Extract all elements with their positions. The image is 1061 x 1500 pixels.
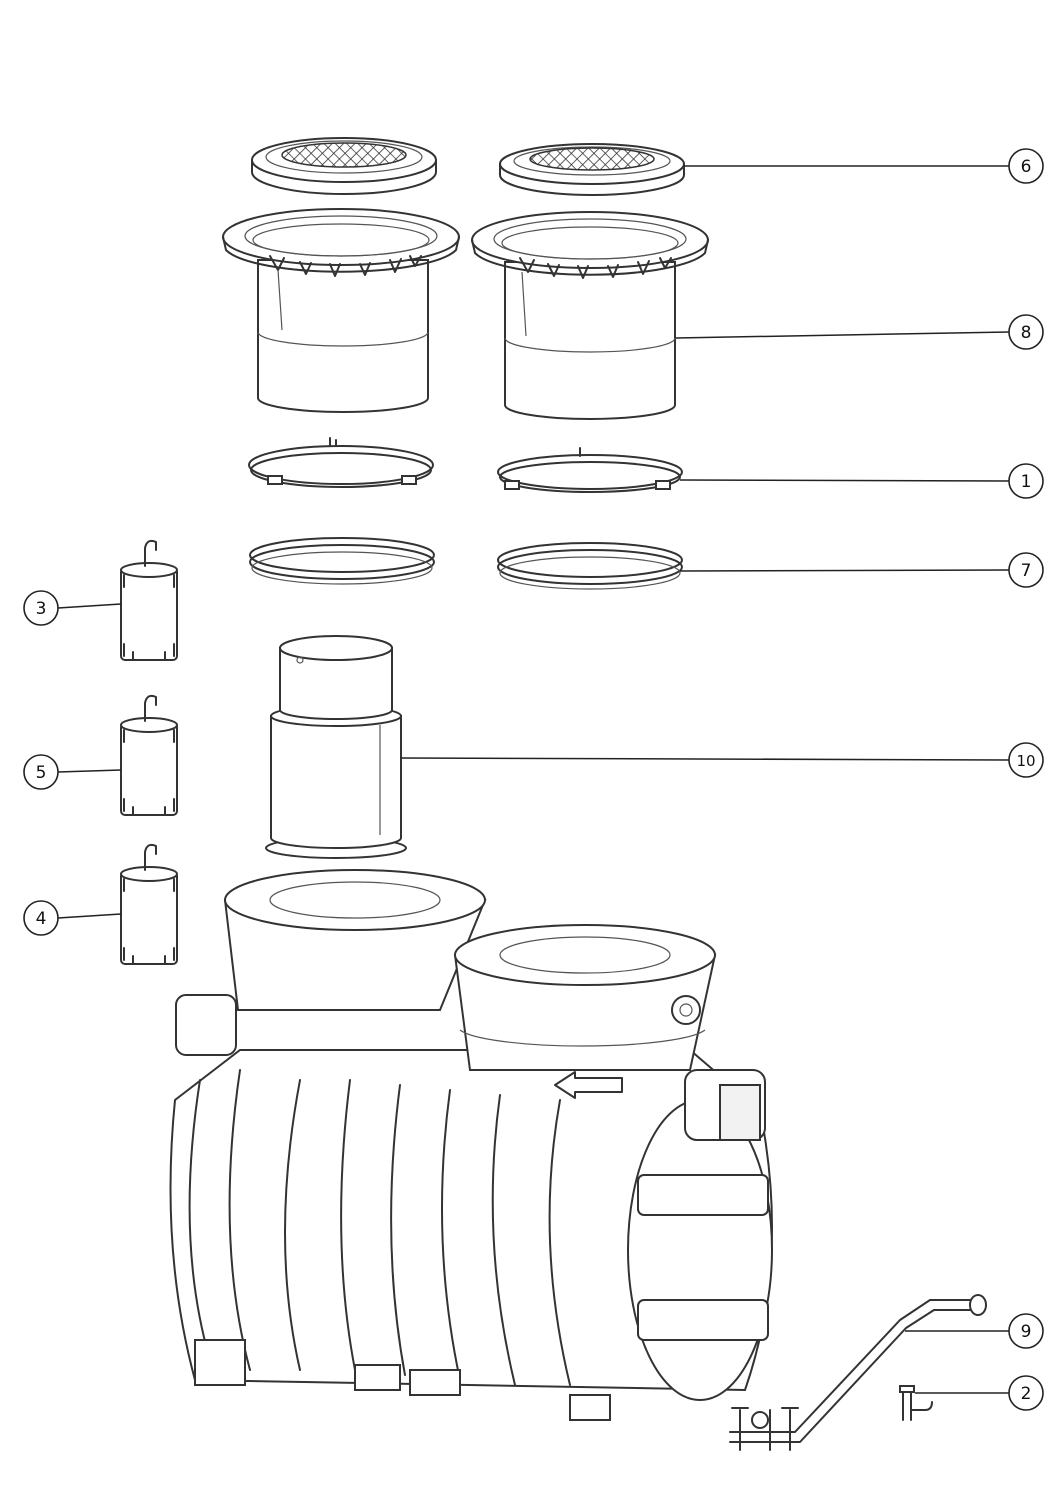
- callout-9-label: 9: [1021, 1322, 1032, 1342]
- callout-2: 2: [1008, 1375, 1044, 1411]
- callout-10: 10: [1008, 742, 1044, 778]
- callout-5-label: 5: [36, 763, 47, 783]
- callout-6: 6: [1008, 148, 1044, 184]
- callout-3: 3: [23, 590, 59, 626]
- shaft-insert: [265, 635, 407, 859]
- grated-lid-left: [251, 137, 437, 195]
- callout-1-label: 1: [1021, 472, 1032, 492]
- callout-4: 4: [23, 900, 59, 936]
- callout-3-label: 3: [36, 599, 47, 619]
- callout-6-label: 6: [1021, 157, 1032, 177]
- callout-10-label: 10: [1016, 752, 1035, 770]
- shaft-extension-left: [222, 208, 460, 413]
- callout-7: 7: [1008, 552, 1044, 588]
- seal-ring-right: [497, 542, 683, 590]
- callout-5: 5: [23, 754, 59, 790]
- clamp-ring-right: [497, 447, 683, 493]
- callout-8: 8: [1008, 314, 1044, 350]
- callout-7-label: 7: [1021, 561, 1032, 581]
- separator-tank: [169, 869, 773, 1421]
- grated-lid-right: [499, 143, 685, 196]
- callout-9: 9: [1008, 1313, 1044, 1349]
- clamp-ring-left: [248, 437, 434, 488]
- callout-8-label: 8: [1021, 323, 1032, 343]
- filter-basket-4: [120, 843, 178, 965]
- shaft-extension-right: [471, 211, 709, 420]
- callout-4-label: 4: [36, 909, 47, 929]
- valve-fitting: [899, 1385, 933, 1421]
- sampling-pipe: [729, 1294, 987, 1451]
- leader-lines: [57, 165, 1010, 1394]
- filter-basket-3: [120, 539, 178, 661]
- callout-1: 1: [1008, 463, 1044, 499]
- filter-basket-5: [120, 694, 178, 816]
- callout-2-label: 2: [1021, 1384, 1032, 1404]
- seal-ring-left: [249, 537, 435, 585]
